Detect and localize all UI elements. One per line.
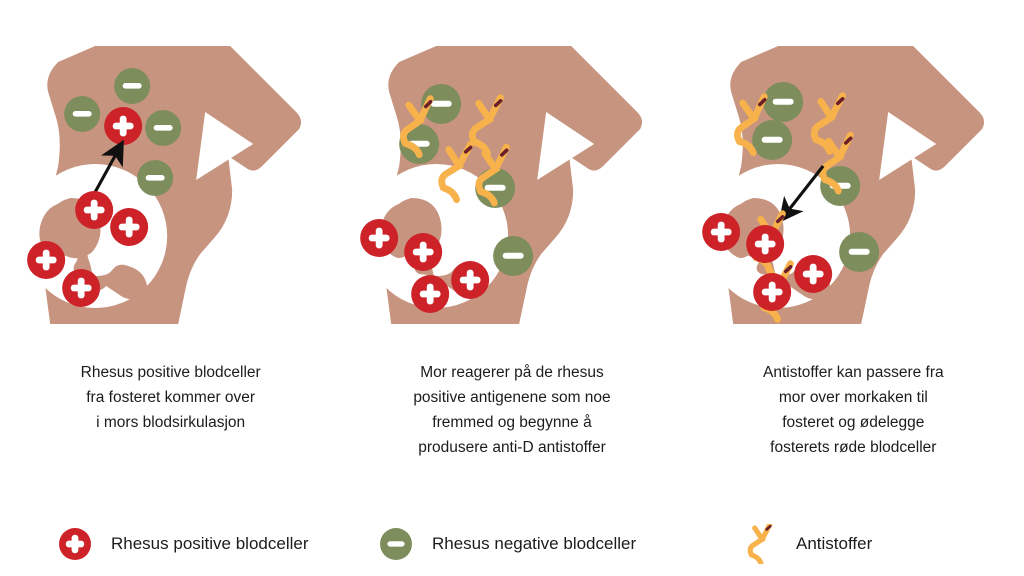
- caption-line: fosterets røde blodceller: [770, 439, 937, 456]
- positive-cell-in-womb: [451, 261, 490, 299]
- positive-cell-in-womb: [752, 273, 791, 311]
- panel-3-figure: [683, 40, 1024, 340]
- caption-line: i mors blodsirkulasjon: [96, 414, 246, 431]
- panel-3-caption: Antistoffer kan passere fra mor over mor…: [683, 360, 1024, 460]
- caption-line: positive antigenene som noe: [413, 389, 611, 406]
- caption-line: fra fosteret kommer over: [86, 389, 256, 406]
- legend-item-negative: Rhesus negative blodceller: [376, 512, 636, 576]
- caption-line: fosteret og ødelegge: [782, 414, 925, 431]
- panel-1: Rhesus positive blodceller fra fosteret …: [0, 0, 341, 500]
- panel-2-figure: [341, 40, 682, 340]
- positive-cell-in-womb: [110, 208, 149, 246]
- positive-cell-in-womb: [404, 233, 443, 271]
- negative-cell: [64, 96, 101, 132]
- legend-label-antibody: Antistoffer: [796, 534, 873, 553]
- positive-cell-in-womb: [745, 225, 784, 263]
- negative-cell: [493, 236, 534, 276]
- negative-cell: [421, 84, 462, 124]
- positive-cell-in-womb: [411, 275, 450, 313]
- positive-cell-in-womb: [701, 213, 740, 251]
- antibody: [475, 143, 511, 207]
- antibody: [819, 131, 854, 195]
- positive-blood-cell-icon: [55, 524, 95, 564]
- antibody-icon: [740, 524, 780, 564]
- panel-3: Antistoffer kan passere fra mor over mor…: [683, 0, 1024, 500]
- negative-cell: [145, 110, 182, 146]
- legend-label-negative: Rhesus negative blodceller: [432, 534, 637, 553]
- panel-1-caption: Rhesus positive blodceller fra fosteret …: [0, 360, 341, 435]
- legend-label-positive: Rhesus positive blodceller: [111, 534, 309, 553]
- positive-cell-in-womb: [793, 255, 832, 293]
- positive-cell-in-womb: [27, 241, 66, 279]
- negative-cell: [114, 68, 151, 104]
- negative-cell: [838, 232, 879, 272]
- antibody: [733, 93, 768, 157]
- caption-line: mor over morkaken til: [778, 389, 928, 406]
- legend-item-positive: Rhesus positive blodceller: [55, 512, 309, 576]
- positive-cell-in-womb: [62, 269, 101, 307]
- caption-line: Antistoffer kan passere fra: [762, 364, 944, 381]
- caption-line: produsere anti-D antistoffer: [418, 439, 606, 456]
- positive-cell-in-womb: [75, 191, 114, 229]
- panel-2-caption: Mor reagerer på de rhesus positive antig…: [341, 360, 682, 460]
- positive-cell-in-mother: [104, 107, 143, 145]
- negative-cell: [137, 160, 174, 196]
- legend: Rhesus positive blodceller Rhesus negati…: [0, 512, 1024, 576]
- negative-cell: [751, 120, 792, 160]
- caption-line: Rhesus positive blodceller: [80, 364, 261, 381]
- legend-item-antibody: Antistoffer: [740, 512, 872, 576]
- transfer-arrow: [93, 139, 124, 193]
- panel-2: Mor reagerer på de rhesus positive antig…: [341, 0, 682, 500]
- antibody: [810, 92, 846, 155]
- antibody: [400, 95, 435, 159]
- panel-1-figure: [0, 40, 341, 340]
- positive-cell-in-womb: [360, 219, 399, 257]
- caption-line: Mor reagerer på de rhesus: [420, 364, 604, 381]
- negative-cell: [762, 82, 803, 122]
- negative-blood-cell-icon: [376, 524, 416, 564]
- transfer-arrow: [778, 165, 825, 223]
- caption-line: fremmed og begynne å: [432, 414, 592, 431]
- antibody: [438, 140, 475, 204]
